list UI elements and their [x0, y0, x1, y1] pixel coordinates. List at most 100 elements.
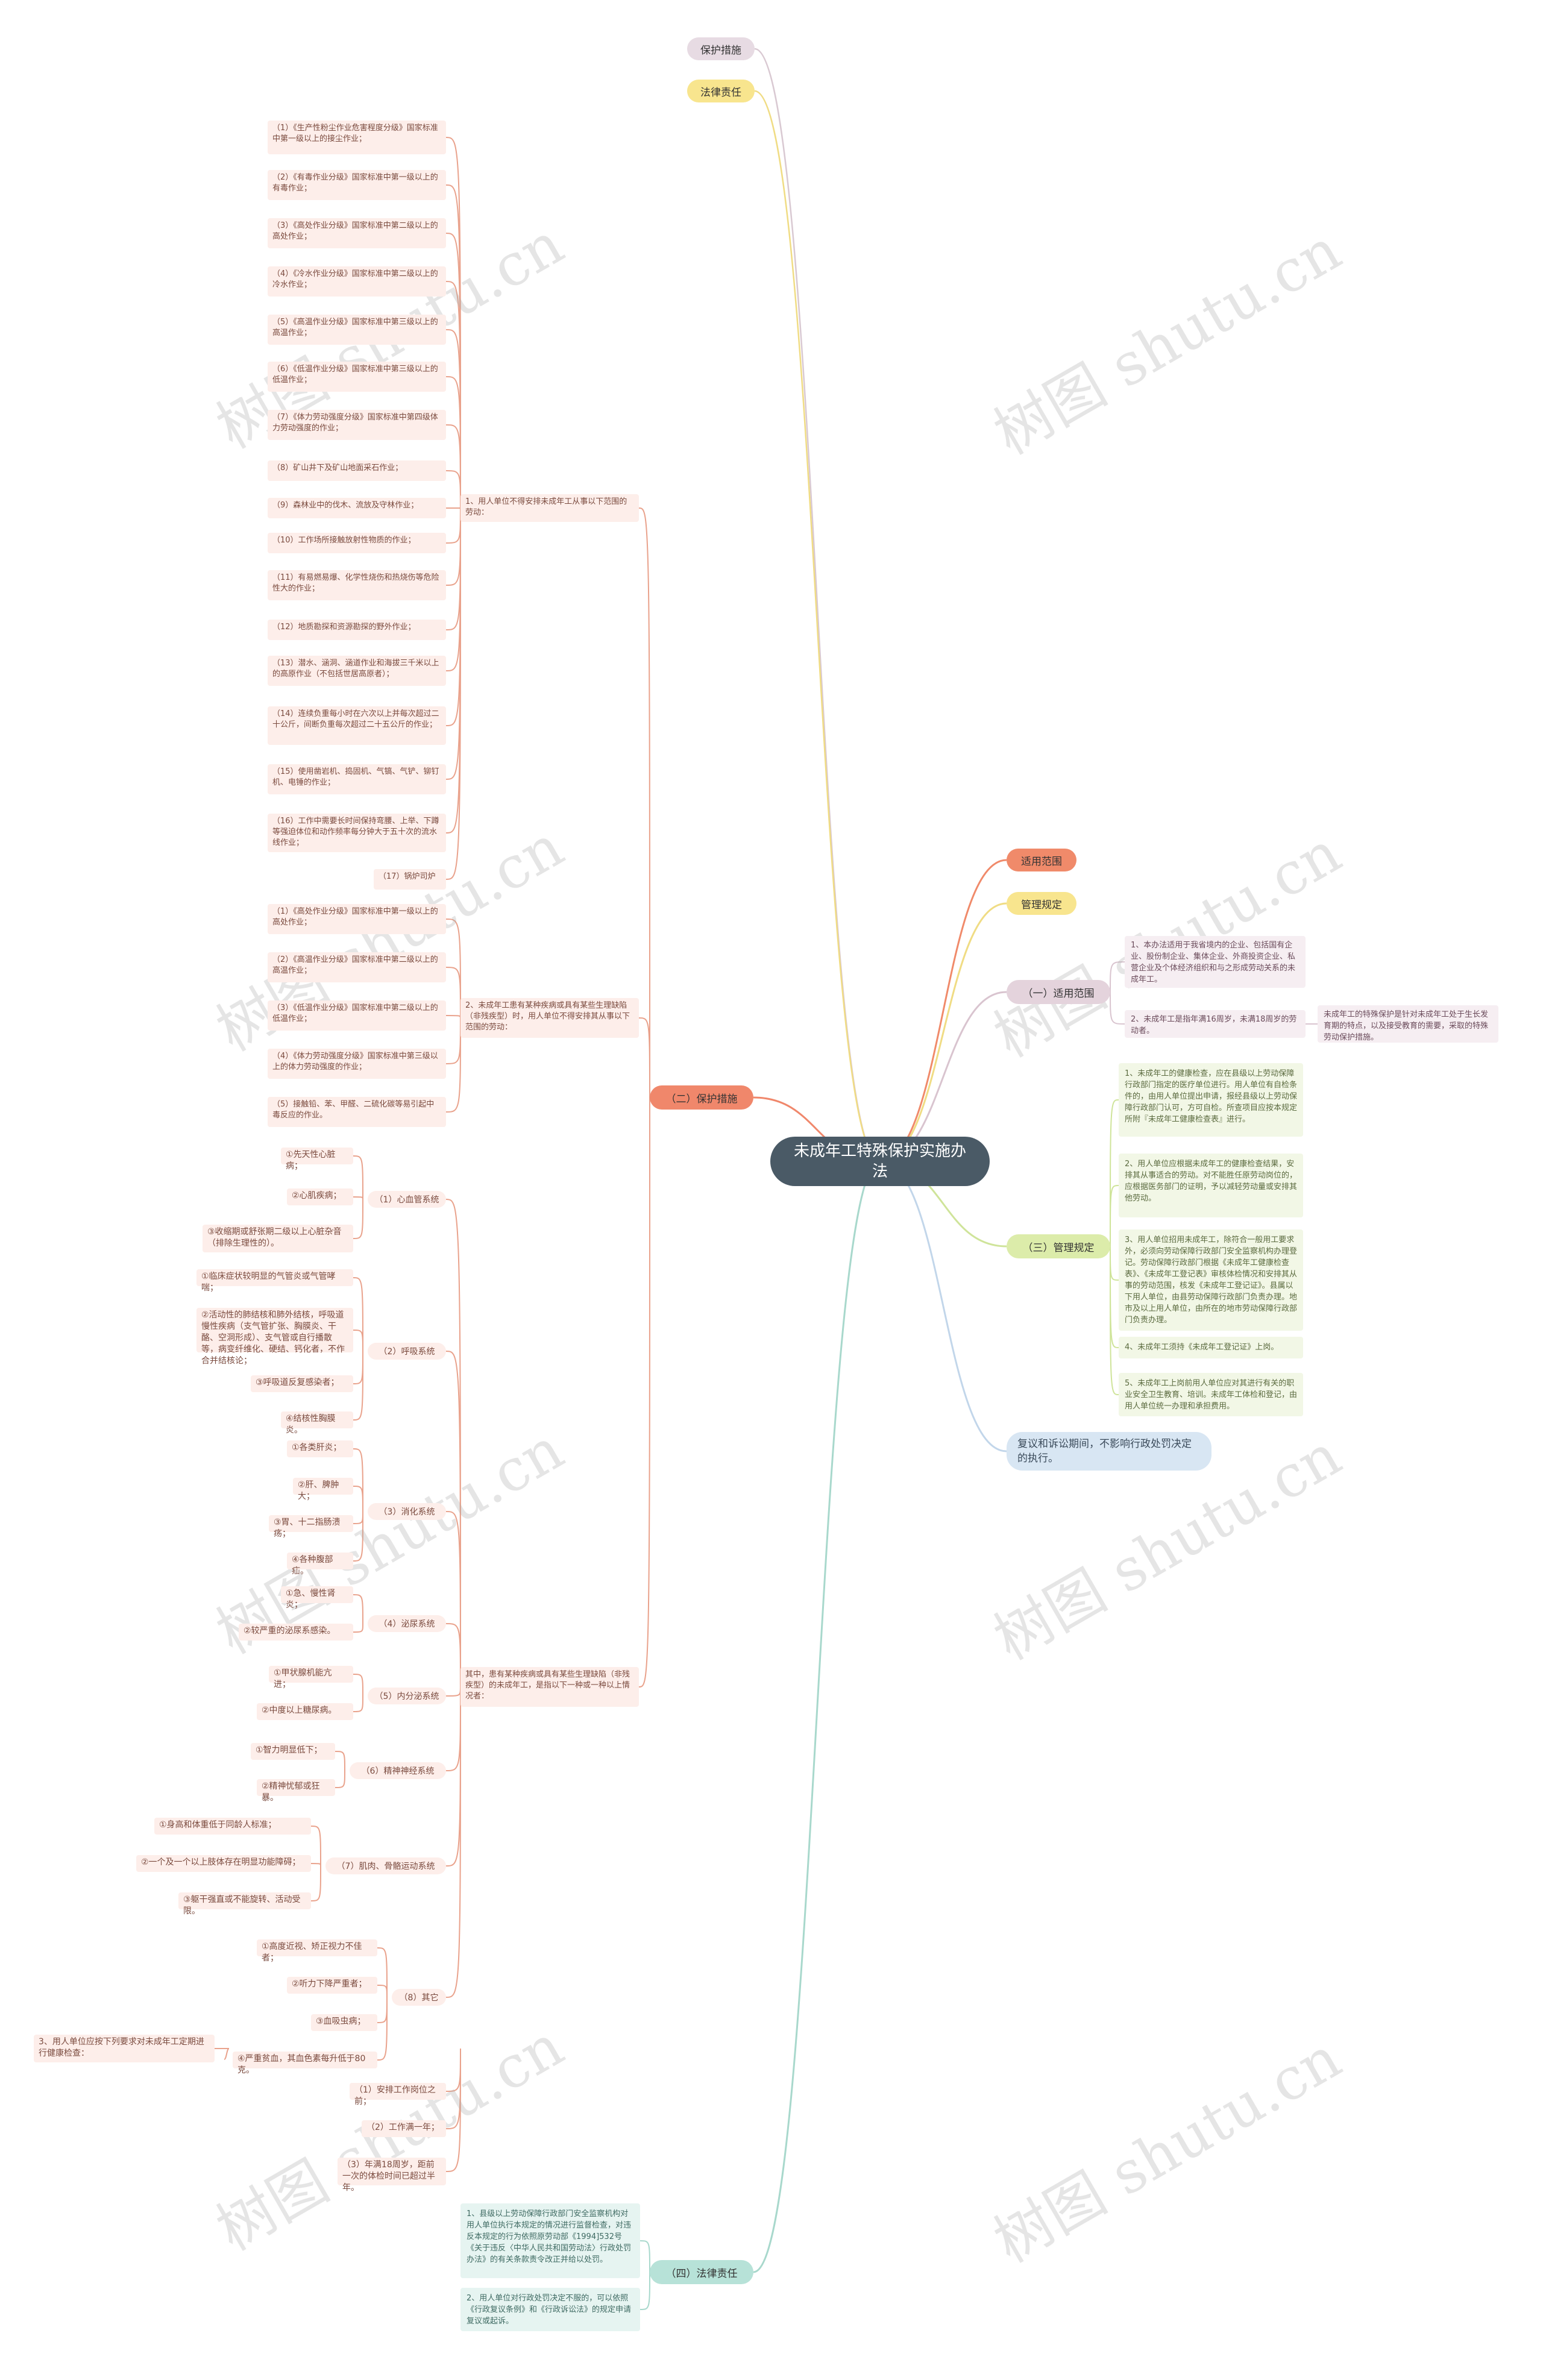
scope-item[interactable]: 2、未成年工是指年满16周岁，未满18周岁的劳动者。	[1125, 1010, 1306, 1038]
protect-item[interactable]: （1）《生产性粉尘作业危害程度分级》国家标准中第一级以上的接尘作业；	[268, 121, 446, 154]
manage-item[interactable]: 1、未成年工的健康检查，应在县级以上劳动保障行政部门指定的医疗单位进行。用人单位…	[1119, 1063, 1303, 1137]
branch-manage[interactable]: 管理规定	[1007, 892, 1076, 915]
disease-item[interactable]: ②精神忧郁或狂暴。	[257, 1779, 335, 1803]
branch-review[interactable]: 复议和诉讼期间，不影响行政处罚决定的执行。	[1007, 1432, 1211, 1471]
connector-line	[445, 507, 461, 544]
protect-item[interactable]: （8）矿山井下及矿山地面采石作业；	[268, 460, 446, 481]
disease-item[interactable]: ②较严重的泌尿系感染。	[239, 1624, 353, 1641]
disease-item[interactable]: ①临床症状较明显的气管炎或气管哮喘；	[196, 1269, 353, 1293]
checkup-item[interactable]: （2）工作满一年；	[362, 2120, 446, 2137]
connector-line	[445, 1686, 461, 1697]
disease-item[interactable]: ③胃、十二指肠溃疡；	[269, 1515, 353, 1539]
branch-protect-2[interactable]: （二）保护措施	[650, 1085, 753, 1110]
protect-item[interactable]: （10）工作场所接触放射性物质的作业；	[268, 533, 446, 553]
disease-group[interactable]: （7）肌肉、骨骼运动系统	[325, 1857, 446, 1874]
protect-item[interactable]: （4）《体力劳动强度分级》国家标准中第三级以上的体力劳动强度的作业；	[268, 1049, 446, 1079]
protect-item[interactable]: （1）《高处作业分级》国家标准中第一级以上的高处作业；	[268, 904, 446, 934]
connector-line	[753, 1160, 881, 2273]
disease-group[interactable]: （2）呼吸系统	[368, 1343, 446, 1360]
scope-item[interactable]: 1、本办法适用于我省境内的企业、包括国有企业、股份制企业、集体企业、外商投资企业…	[1125, 936, 1306, 988]
branch-scope[interactable]: 适用范围	[1007, 849, 1076, 871]
protect-item[interactable]: （7）《体力劳动强度分级》国家标准中第四级体力劳动强度的作业；	[268, 410, 446, 440]
disease-group[interactable]: （1）心血管系统	[368, 1191, 446, 1208]
protect-item[interactable]: （16）工作中需要长时间保持弯腰、上举、下蹲等强迫体位和动作频率每分钟大于五十次…	[268, 814, 446, 852]
disease-item[interactable]: ①智力明显低下；	[251, 1743, 335, 1760]
scope-note[interactable]: 未成年工的特殊保护是针对未成年工处于生长发育期的特点，以及接受教育的需要，采取的…	[1318, 1005, 1498, 1043]
manage-item[interactable]: 2、用人单位应根据未成年工的健康检查结果，安排其从事适合的劳动。对不能胜任原劳动…	[1119, 1154, 1303, 1217]
protect-item[interactable]: （3）《低温作业分级》国家标准中第二级以上的低温作业；	[268, 1000, 446, 1031]
disease-item[interactable]: ②中度以上糖尿病。	[257, 1703, 353, 1720]
disease-item[interactable]: ④结核性胸膜炎。	[281, 1411, 353, 1435]
connector-line	[353, 1351, 363, 1384]
legal-item[interactable]: 2、用人单位对行政处罚决定不服的，可以依照《行政复议条例》和《行政诉讼法》的规定…	[460, 2288, 640, 2331]
protect-item[interactable]: （9）森林业中的伐木、流放及守林作业；	[268, 498, 446, 518]
protect-item[interactable]: （2）《有毒作业分级》国家标准中第一级以上的有毒作业；	[268, 170, 446, 200]
disease-item[interactable]: ③收缩期或舒张期二级以上心脏杂音（排除生理性的）。	[203, 1225, 353, 1252]
disease-item[interactable]: ③血吸虫病；	[311, 2014, 377, 2031]
disease-group[interactable]: （5）内分泌系统	[368, 1688, 446, 1704]
connector-line	[445, 1686, 461, 1771]
connector-line	[879, 902, 1007, 1163]
connector-line	[445, 1623, 461, 1688]
checkup-item[interactable]: （3）年满18周岁，距前一次的体检时间已超过半年。	[338, 2158, 446, 2193]
legal-item[interactable]: 1、县级以上劳动保障行政部门安全监察机构对用人单位执行本规定的情况进行监督检查，…	[460, 2203, 640, 2278]
checkup-section[interactable]: 3、用人单位应按下列要求对未成年工定期进行健康检查：	[34, 2035, 215, 2062]
branch-scope-1[interactable]: （一）适用范围	[1007, 980, 1110, 1004]
protect-item[interactable]: （2）《高温作业分级》国家标准中第二级以上的高温作业；	[268, 952, 446, 982]
connector-line	[353, 1511, 363, 1524]
protect-item[interactable]: （12）地质勘探和资源勘探的野外作业；	[268, 620, 446, 640]
disease-item[interactable]: ④各种腹部疝。	[287, 1553, 353, 1576]
protect-item[interactable]: （13）潜水、涵洞、涵道作业和海拔三千米以上的高原作业（不包括世居高原者）；	[268, 656, 446, 686]
disease-group[interactable]: （8）其它	[392, 1989, 446, 2006]
protect-section-3[interactable]: 其中，患有某种疾病或具有某些生理缺陷（非残疾型）的未成年工，是指以下一种或一种以…	[460, 1667, 639, 1707]
disease-group[interactable]: （6）精神神经系统	[350, 1762, 446, 1779]
checkup-item[interactable]: （1）安排工作岗位之前；	[350, 2083, 446, 2106]
disease-item[interactable]: ③躯干强直或不能旋转、活动受限。	[178, 1892, 311, 1916]
disease-item[interactable]: ③呼吸道反复感染者；	[251, 1375, 353, 1392]
protect-section-1[interactable]: 1、用人单位不得安排未成年工从事以下范围的劳动：	[460, 494, 639, 522]
disease-item[interactable]: ①身高和体重低于同龄人标准；	[154, 1818, 311, 1835]
connector-line	[445, 918, 461, 1019]
connector-line	[879, 859, 1007, 1163]
connector-line	[445, 1686, 461, 1867]
root-topic[interactable]: 未成年工特殊保护实施办法	[770, 1137, 990, 1186]
connector-line	[353, 1623, 363, 1633]
disease-item[interactable]: ②心肌疾病；	[287, 1188, 353, 1205]
branch-manage-3[interactable]: （三）管理规定	[1007, 1234, 1110, 1258]
protect-item[interactable]: （17）锅炉司炉	[374, 869, 446, 890]
connector-line	[377, 1985, 388, 1998]
protect-item[interactable]: （4）《冷水作业分级》国家标准中第二级以上的冷水作业；	[268, 266, 446, 297]
disease-item[interactable]: ①高度近视、矫正视力不佳者；	[257, 1939, 377, 1963]
disease-group[interactable]: （3）消化系统	[368, 1503, 446, 1520]
branch-legal-4[interactable]: （四）法律责任	[650, 2260, 753, 2284]
protect-item[interactable]: （11）有易燃易爆、化学性烧伤和热烧伤等危险性大的作业；	[268, 570, 446, 600]
protect-item[interactable]: （5）《高温作业分级》国家标准中第三级以上的高温作业；	[268, 315, 446, 345]
connector-line	[445, 1017, 461, 1113]
disease-item[interactable]: ②听力下降严重者；	[287, 1977, 377, 1994]
disease-item[interactable]: ②一个及一个以上肢体存在明显功能障碍；	[136, 1855, 311, 1872]
connector-line	[353, 1277, 363, 1352]
disease-item[interactable]: ②肝、脾肿大；	[293, 1478, 353, 1501]
connector-line	[445, 507, 461, 586]
manage-item[interactable]: 3、用人单位招用未成年工，除符合一般用工要求外，必须向劳动保障行政部门安全监察机…	[1119, 1229, 1303, 1331]
disease-item[interactable]: ④严重贫血，其血色素每升低于80克。	[233, 2052, 377, 2075]
disease-item[interactable]: ①各类肝炎；	[287, 1440, 353, 1457]
disease-item[interactable]: ①急、慢性肾炎；	[281, 1586, 353, 1610]
manage-item[interactable]: 5、未成年工上岗前用人单位应对其进行有关的职业安全卫生教育、培训。未成年工体检和…	[1119, 1373, 1303, 1416]
connector-line	[445, 376, 461, 509]
branch-protect-top[interactable]: 保护措施	[687, 37, 755, 60]
branch-legal-top[interactable]: 法律责任	[687, 80, 755, 102]
protect-section-2[interactable]: 2、未成年工患有某种疾病或具有某些生理缺陷（非残疾型）时，用人单位不得安排其从事…	[460, 998, 639, 1038]
disease-item[interactable]: ①甲状腺机能亢进；	[269, 1666, 353, 1689]
protect-item[interactable]: （14）连续负重每小时在六次以上并每次超过二十公斤，间断负重每次超过二十五公斤的…	[268, 706, 446, 745]
disease-group[interactable]: （4）泌尿系统	[368, 1615, 446, 1632]
protect-item[interactable]: （15）使用凿岩机、捣固机、气镐、气铲、铆钉机、电锤的作业；	[268, 764, 446, 794]
disease-item[interactable]: ①先天性心脏病；	[281, 1148, 353, 1171]
protect-item[interactable]: （5）接触铅、苯、甲醛、二硫化碳等易引起中毒反应的作业。	[268, 1097, 446, 1127]
manage-item[interactable]: 4、未成年工须持《未成年工登记证》上岗。	[1119, 1337, 1303, 1358]
disease-item[interactable]: ②活动性的肺结核和肺外结核，呼吸道慢性疾病（支气管扩张、胸膜炎、干酪、空洞形成）…	[196, 1308, 353, 1366]
protect-item[interactable]: （3）《高处作业分级》国家标准中第二级以上的高处作业；	[268, 218, 446, 248]
connector-line	[353, 1674, 363, 1697]
protect-item[interactable]: （6）《低温作业分级》国家标准中第三级以上的低温作业；	[268, 362, 446, 392]
